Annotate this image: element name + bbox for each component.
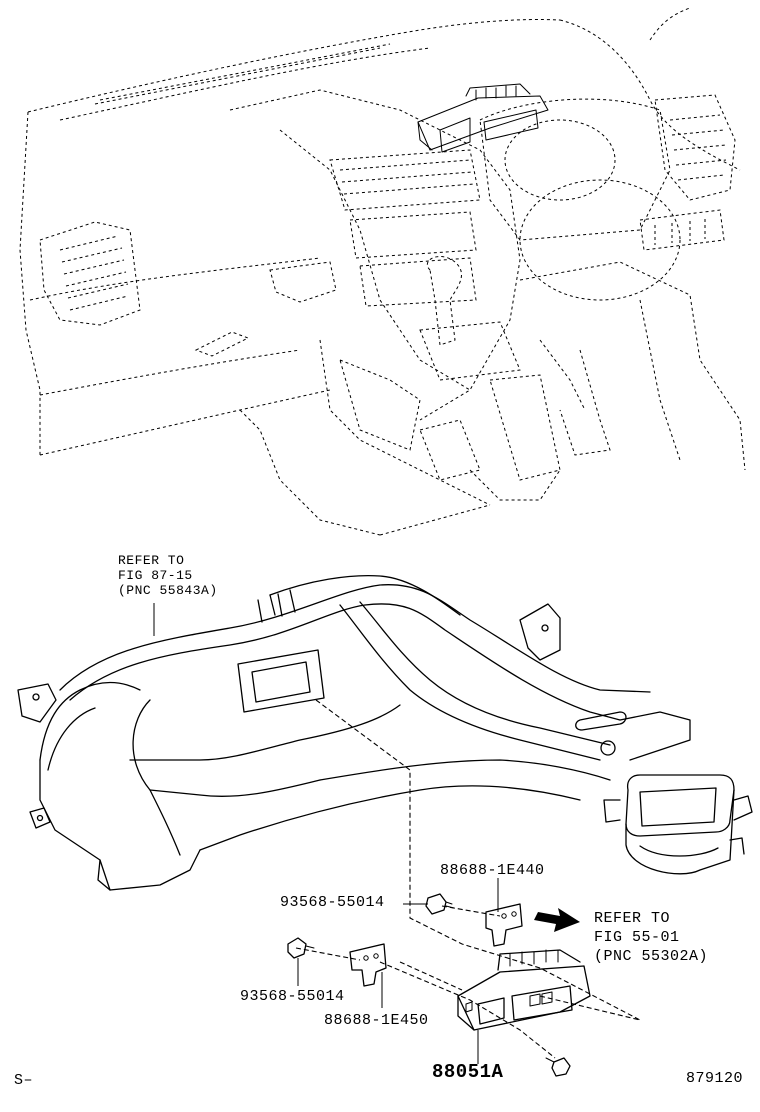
- part-number-bracket-upper: 88688-1E440: [440, 862, 545, 879]
- screw-lower: [287, 937, 315, 959]
- air-duct: [17, 575, 753, 891]
- ref-label-duct-line1: REFER TO: [118, 553, 185, 568]
- corner-mark: S–: [14, 1072, 34, 1089]
- ref-label-duct-line2: FIG 87-15: [118, 568, 193, 583]
- sensor-assembly: [457, 949, 591, 1031]
- ref-label-arrow-line3: (PNC 55302A): [594, 948, 709, 965]
- screw-upper: [425, 893, 455, 915]
- part-number-screw-lower: 93568-55014: [240, 988, 345, 1005]
- screw-bottom: [545, 1057, 571, 1077]
- part-number-sensor: 88051A: [432, 1061, 504, 1083]
- figure-number: 879120: [686, 1070, 744, 1087]
- ref-label-duct-line3: (PNC 55843A): [118, 583, 218, 598]
- dashboard-illustration: [19, 7, 746, 536]
- part-number-screw-upper: 93568-55014: [280, 894, 385, 911]
- assembly-lines: [295, 699, 641, 1064]
- ref-label-arrow-line2: FIG 55-01: [594, 929, 680, 946]
- ref-label-arrow-line1: REFER TO: [594, 910, 671, 927]
- part-number-bracket-lower: 88688-1E450: [324, 1012, 429, 1029]
- bracket-upper: [485, 903, 523, 947]
- bracket-lower: [349, 943, 387, 987]
- arrow-right: [534, 908, 580, 932]
